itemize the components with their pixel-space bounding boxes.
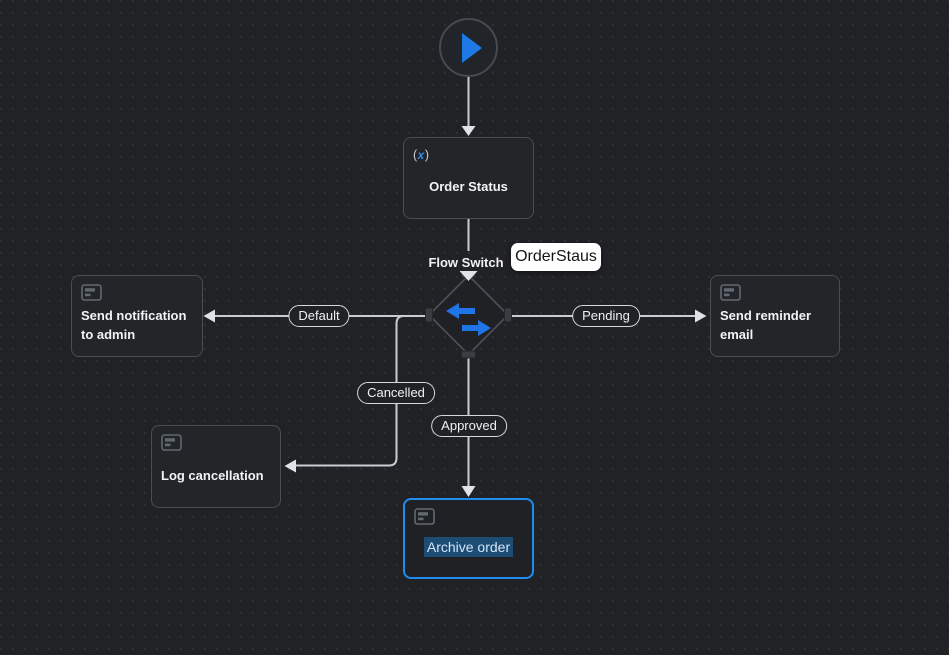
node-title: Send notification to admin	[81, 307, 187, 342]
node-log-cancellation[interactable]: Log cancellation	[151, 425, 281, 508]
node-title: Log cancellation	[161, 467, 264, 483]
branch-label-cancelled[interactable]: Cancelled	[357, 382, 435, 404]
node-order-status[interactable]: (x) Order Status	[403, 137, 534, 219]
node-title: Send reminder email	[720, 307, 812, 342]
branch-label-default[interactable]: Default	[288, 305, 350, 327]
arrowhead-into-archive	[461, 486, 476, 497]
play-icon	[461, 32, 482, 63]
node-title: Order Status	[429, 179, 508, 194]
card-icon	[414, 508, 523, 525]
node-send-reminder[interactable]: Send reminder email	[710, 275, 840, 357]
flow-switch-title[interactable]: Flow Switch	[425, 254, 507, 271]
branch-label-approved[interactable]: Approved	[431, 415, 507, 437]
flow-switch-node[interactable]	[425, 270, 512, 359]
variable-icon: (x)	[413, 148, 430, 162]
trigger-node[interactable]	[439, 18, 498, 77]
node-send-notification[interactable]: Send notification to admin	[71, 275, 203, 357]
card-icon	[720, 284, 830, 301]
card-icon	[161, 434, 271, 451]
arrowhead-into-send-reminder	[695, 309, 707, 323]
node-archive-order[interactable]: Archive order	[403, 498, 534, 579]
arrowhead-into-switch	[459, 271, 478, 281]
arrowhead-into-send-notification	[203, 309, 215, 323]
swap-arrows-icon	[446, 303, 491, 336]
handle-left	[425, 307, 433, 323]
branch-label-pending[interactable]: Pending	[572, 305, 640, 327]
handle-right	[504, 307, 512, 323]
arrowhead-into-orderstatus	[461, 126, 476, 136]
selected-text: Archive order	[423, 536, 514, 557]
rename-input[interactable]: OrderStaus	[511, 243, 601, 271]
node-title-editing[interactable]: Archive order	[414, 536, 523, 557]
card-icon	[81, 284, 193, 301]
arrowhead-into-log-cancellation	[284, 459, 296, 473]
arrowheads	[203, 126, 707, 497]
handle-bottom	[461, 350, 476, 359]
